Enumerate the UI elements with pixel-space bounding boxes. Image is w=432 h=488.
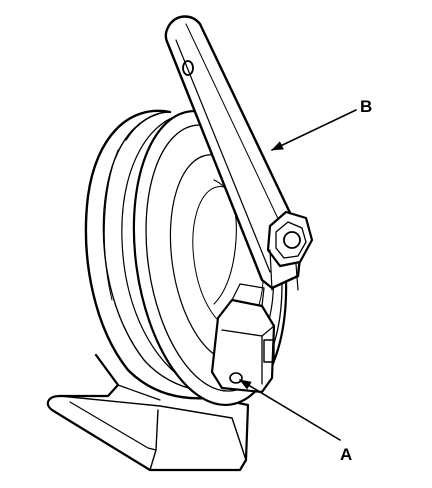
callout-b-leader <box>271 109 357 151</box>
bracket-mounting-hole <box>182 60 194 76</box>
horn-connector <box>210 283 276 394</box>
callout-a-leader <box>239 379 341 441</box>
callout-b-label: B <box>360 97 372 116</box>
connector-terminal <box>229 372 243 384</box>
callout-a-label: A <box>340 445 352 464</box>
horn-mounting-foot <box>46 353 250 472</box>
mounting-bracket <box>164 15 304 290</box>
mounting-nut <box>266 210 314 291</box>
